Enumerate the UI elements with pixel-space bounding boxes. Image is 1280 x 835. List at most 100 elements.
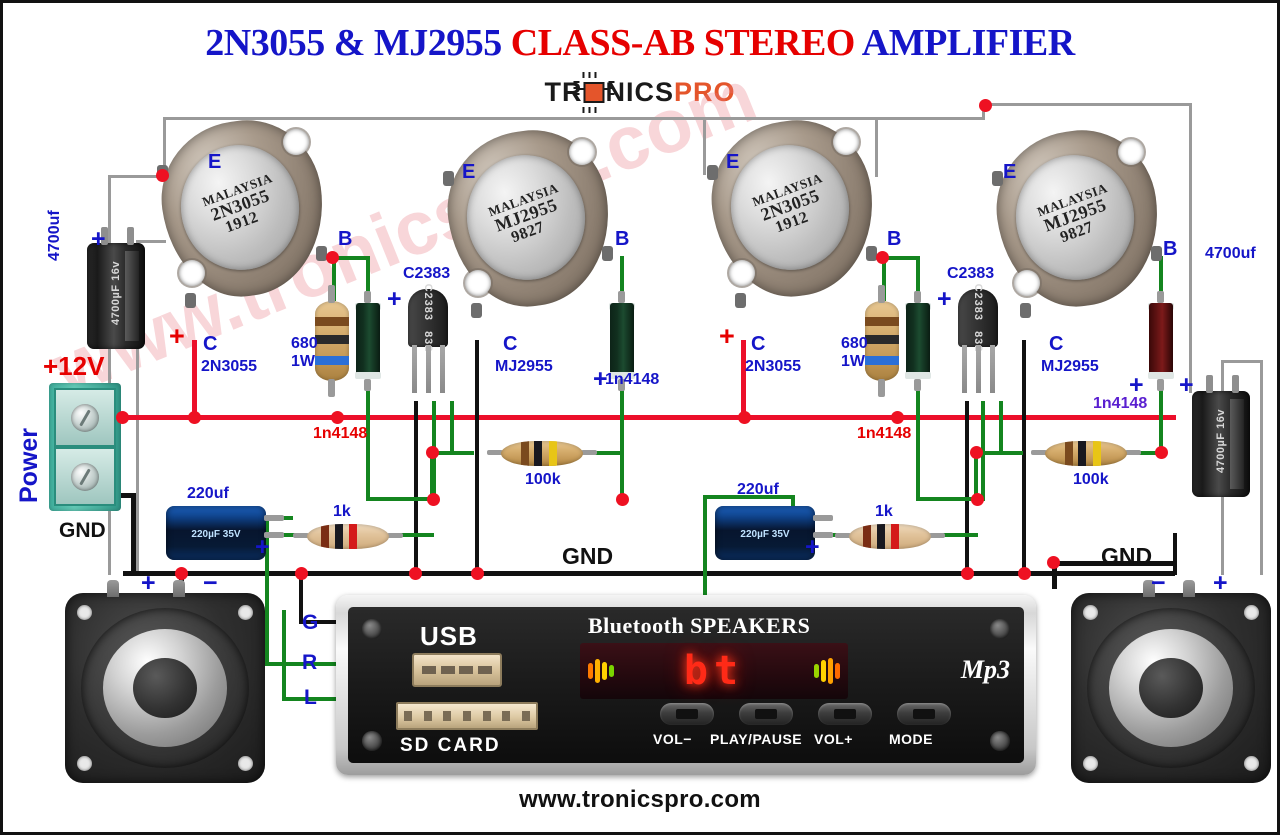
- transistor-q2-mj2955[interactable]: MALAYSIA MJ2955 9827: [437, 120, 621, 318]
- label-q4-collector: C: [1049, 333, 1064, 355]
- diode-d4-1n4148[interactable]: [1148, 291, 1174, 391]
- diode-d2-1n4148[interactable]: [609, 291, 635, 391]
- speaker-dustcap: [1139, 657, 1203, 719]
- label-power-side: Power: [15, 427, 43, 503]
- mounting-hole: [1244, 756, 1259, 771]
- wire-100k2-right-node: [1127, 451, 1163, 455]
- title-part-2: CLASS-AB STEREO: [510, 22, 862, 64]
- transistor-pin-b: [316, 246, 327, 261]
- resistor-r6-1k[interactable]: [835, 524, 945, 549]
- polarity-plus: +: [169, 321, 185, 351]
- polarity-plus: +: [937, 285, 952, 313]
- junction-dot: [1047, 556, 1060, 569]
- cap-body: 4700µF 16v: [87, 243, 145, 349]
- transistor-q6-c2383[interactable]: C2383 832: [958, 284, 998, 393]
- junction-dot: [116, 411, 129, 424]
- resistor-r4-680ohm[interactable]: [865, 285, 899, 397]
- logo-text-c: PRO: [674, 77, 736, 107]
- label-d4-1n4148: 1n4148: [1093, 395, 1148, 412]
- speaker-terminal-negative: [173, 580, 185, 597]
- label-plus-12v: +12V: [43, 351, 105, 381]
- wire-220uf2-out-top: [703, 495, 795, 499]
- junction-dot: [970, 446, 983, 459]
- mounting-hole: [1014, 270, 1040, 296]
- mounting-hole: [990, 619, 1010, 639]
- transistor-pin-b: [1151, 246, 1162, 261]
- mp3-faceplate: USB SD CARD Bluetooth SPEAKERS bt: [348, 607, 1024, 763]
- speaker-terminal-positive: [1183, 580, 1195, 597]
- junction-dot: [971, 493, 984, 506]
- resistor-band: [1093, 441, 1101, 466]
- diode-lead: [364, 379, 371, 391]
- speaker-terminal-positive: [107, 580, 119, 597]
- label-input-g: G: [302, 611, 319, 634]
- label-gnd-terminal: GND: [59, 519, 106, 542]
- mp3-bluetooth-module[interactable]: USB SD CARD Bluetooth SPEAKERS bt: [336, 595, 1036, 775]
- resistor-body: [307, 524, 389, 549]
- power-terminal-block[interactable]: [49, 383, 121, 511]
- cap-stripe: [1230, 399, 1244, 489]
- capacitor-c3-220uf[interactable]: 220µF 35V: [166, 506, 284, 560]
- diode-anode-ring: [355, 372, 381, 379]
- wire-mp3-l-horiz: [282, 697, 341, 701]
- transistor-q3-2n3055[interactable]: MALAYSIA 2N3055 1912: [701, 110, 885, 308]
- resistor-body: [501, 441, 583, 466]
- button-play-pause-label: PLAY/PAUSE: [710, 731, 803, 747]
- capacitor-c4-220uf[interactable]: 220µF 35V: [715, 506, 833, 560]
- button-vol-down[interactable]: [660, 703, 714, 725]
- label-q4-emitter: E: [1003, 161, 1017, 183]
- wire-speaker-left-down: [163, 117, 166, 176]
- transistor-q1-2n3055[interactable]: MALAYSIA 2N3055 1912: [151, 110, 335, 308]
- wire-gnd-from-terminal-h: [121, 493, 136, 498]
- cap-lead-negative: [813, 515, 833, 521]
- button-play-pause[interactable]: [739, 703, 793, 725]
- terminal-slot-ground[interactable]: [54, 447, 116, 506]
- label-q2-base: B: [615, 228, 630, 250]
- label-r3-value: 1k: [333, 503, 351, 520]
- usb-port[interactable]: [412, 653, 502, 687]
- diode-d1-1n4148[interactable]: [355, 291, 381, 391]
- wire-gnd-right-down: [1173, 533, 1177, 575]
- resistor-r1-680ohm[interactable]: [315, 285, 349, 397]
- wire-d2-bottom: [620, 381, 624, 501]
- to92-legs: [408, 345, 448, 393]
- capacitor-c1-4700uf[interactable]: 4700µF 16v: [87, 227, 145, 349]
- to92-marking: C2383 832: [422, 284, 434, 353]
- resistor-body: [849, 524, 931, 549]
- wire-220uf2-out: [703, 495, 707, 595]
- transistor-q4-mj2955[interactable]: MALAYSIA MJ2955 9827: [986, 120, 1170, 318]
- diode-d3-1n4148[interactable]: [905, 291, 931, 391]
- speaker-left[interactable]: [65, 580, 265, 783]
- title-part-1: 2N3055 & MJ2955: [205, 22, 511, 64]
- speaker-right[interactable]: [1071, 580, 1271, 783]
- button-vol-up[interactable]: [818, 703, 872, 725]
- polarity-plus: +: [255, 533, 270, 561]
- junction-dot: [471, 567, 484, 580]
- cap-lead-positive: [264, 532, 284, 538]
- transistor-pin-e: [707, 165, 718, 180]
- wire-mp3-l-run: [282, 610, 286, 700]
- wire-q4-collector: [1022, 340, 1026, 573]
- transistor-pin-c: [1020, 303, 1031, 318]
- junction-dot: [961, 567, 974, 580]
- button-mode[interactable]: [897, 703, 951, 725]
- resistor-r2-100k[interactable]: [487, 441, 597, 466]
- wire-speaker-right-top: [703, 117, 706, 175]
- terminal-slot-positive[interactable]: [54, 388, 116, 447]
- resistor-r3-1k[interactable]: [293, 524, 403, 549]
- label-r4-value: 680: [841, 335, 868, 352]
- transistor-q5-c2383[interactable]: C2383 832: [408, 284, 448, 393]
- resistor-band: [891, 524, 899, 549]
- resistor-r5-100k[interactable]: [1031, 441, 1141, 466]
- to92-line1: C2383: [972, 283, 984, 321]
- sd-card-slot[interactable]: [396, 702, 538, 730]
- cap-body-text: 4700µF 16v: [110, 261, 122, 325]
- resistor-lead: [581, 450, 597, 455]
- label-r6-value: 1k: [875, 503, 893, 520]
- mounting-hole: [569, 139, 595, 165]
- resistor-lead: [328, 285, 335, 303]
- wire-1k-to-driver: [389, 533, 434, 537]
- resistor-lead: [1125, 450, 1141, 455]
- capacitor-c2-4700uf[interactable]: 4700µF 16v: [1192, 375, 1250, 497]
- junction-dot: [1018, 567, 1031, 580]
